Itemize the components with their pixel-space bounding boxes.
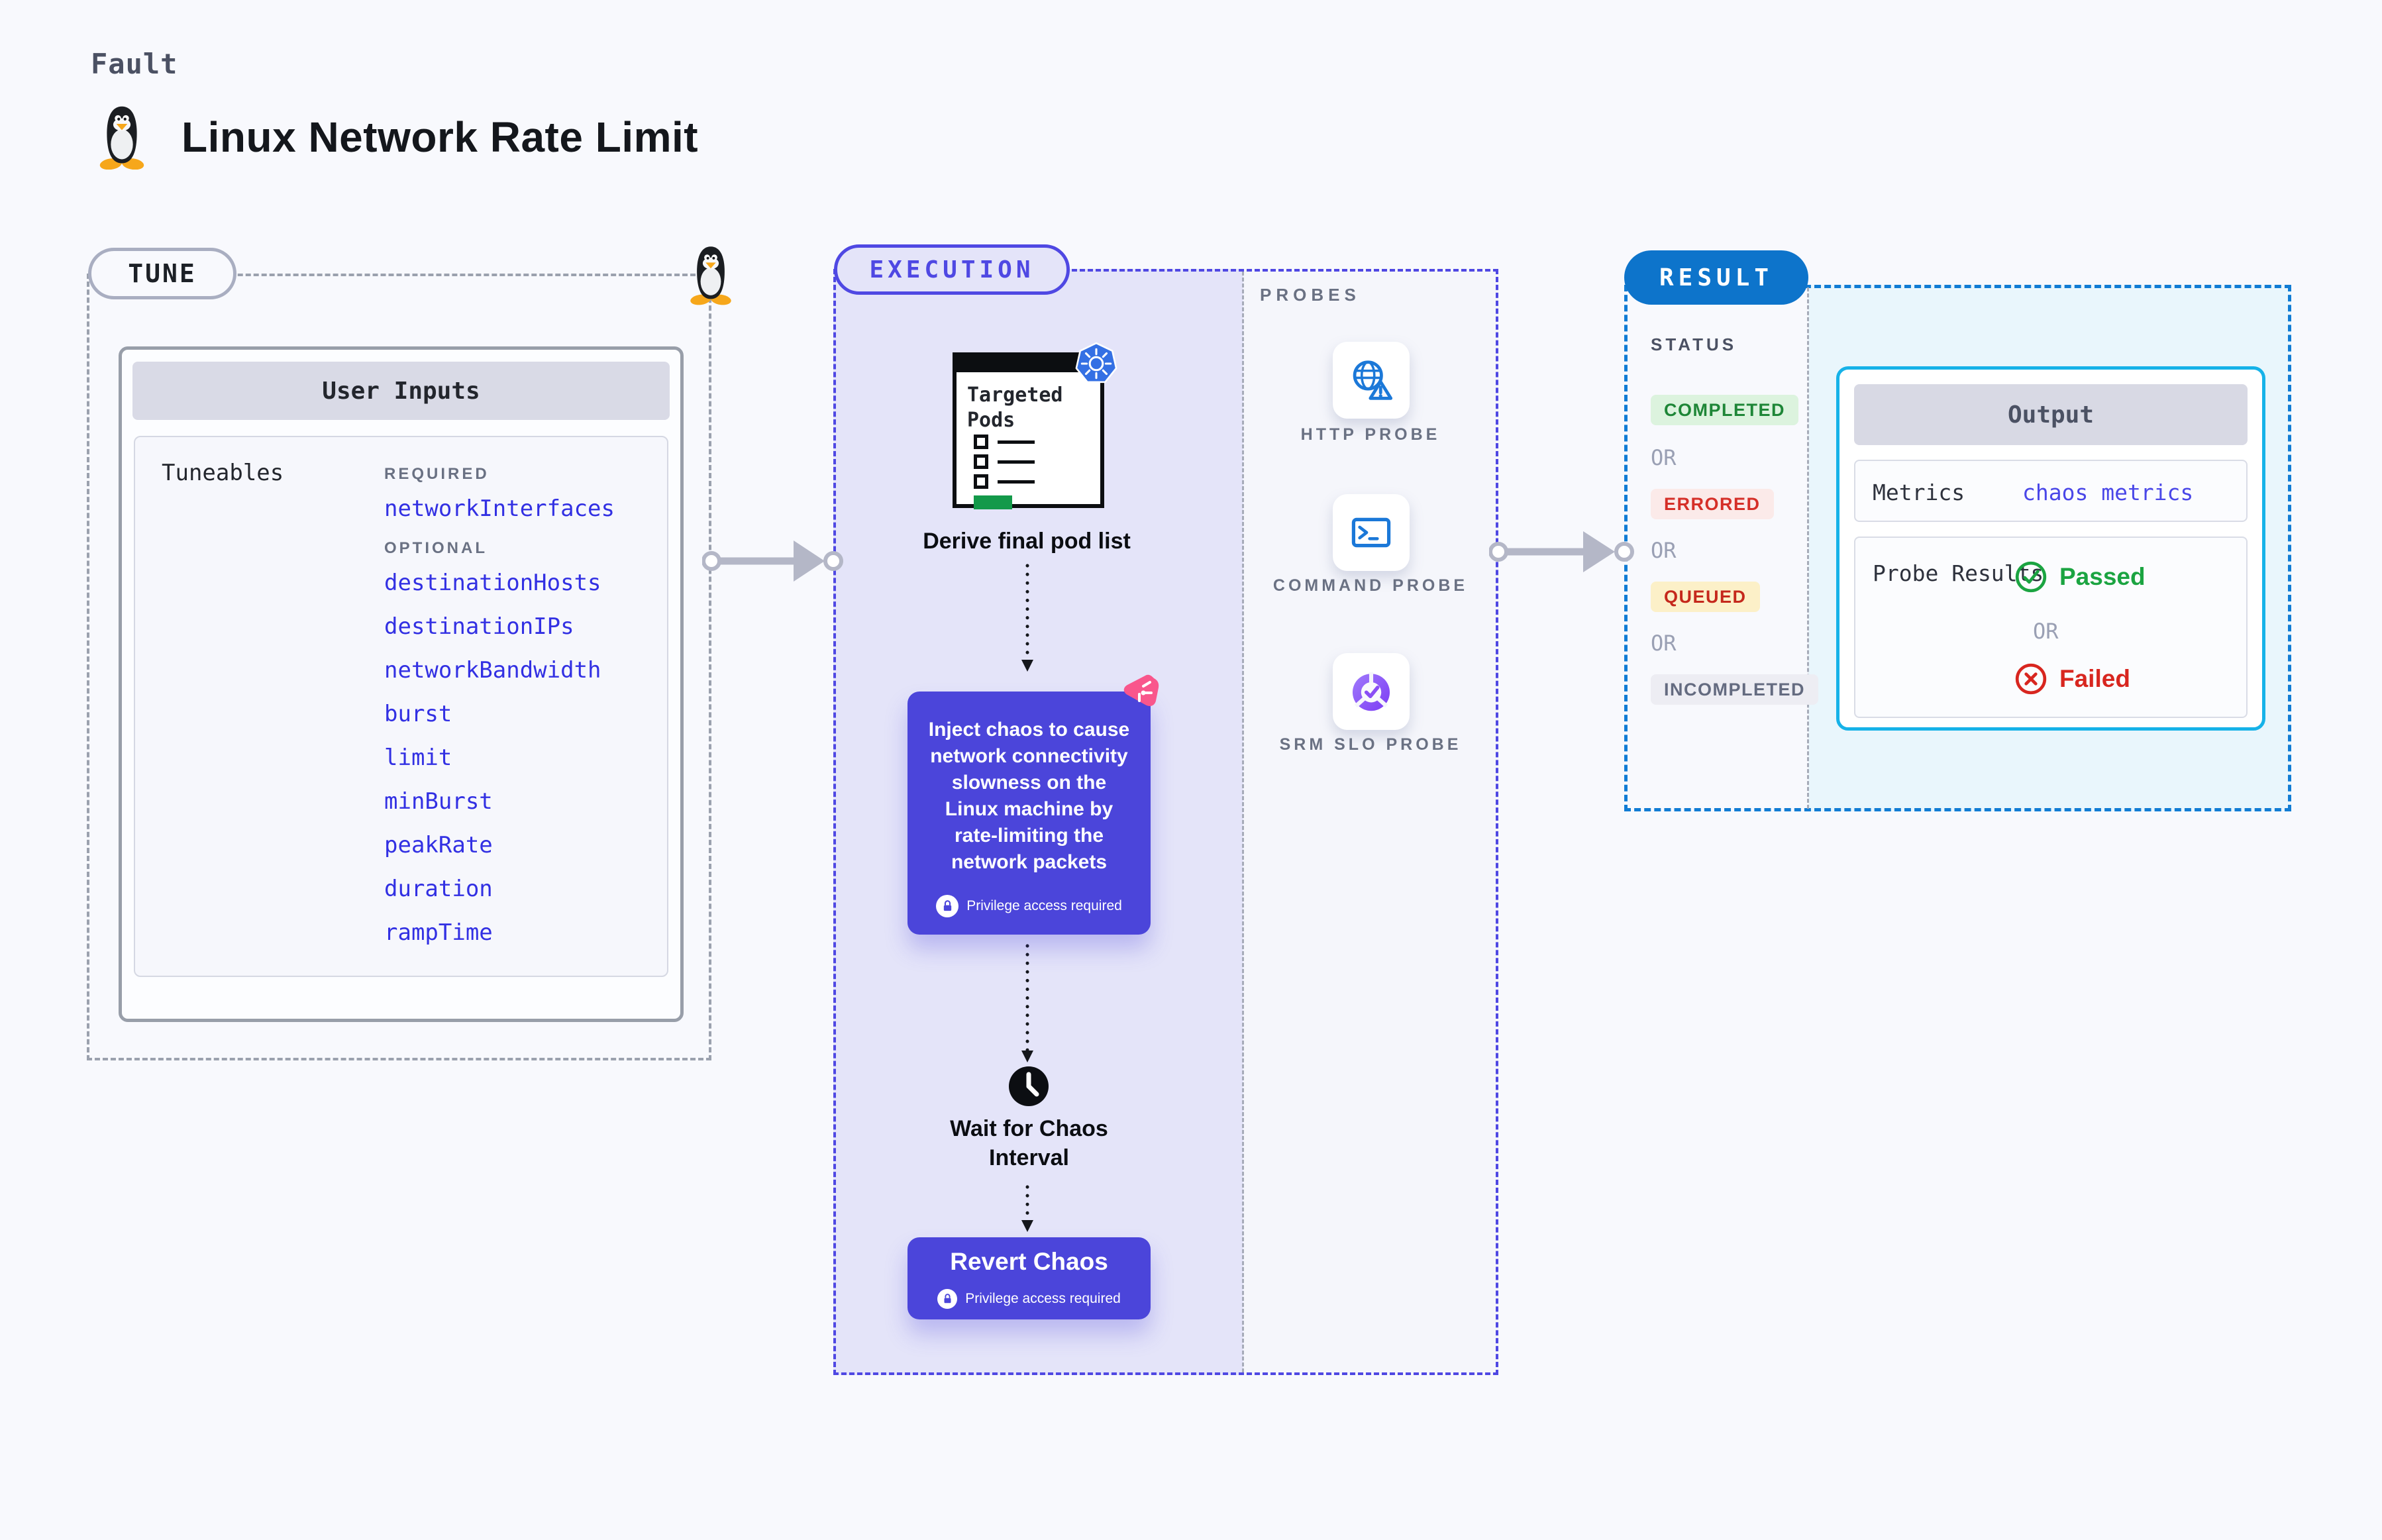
pod-checklist-row [974, 435, 1035, 449]
probe-results-row: Probe Results Passed OR Failed [1854, 537, 2248, 718]
probes-divider [1242, 272, 1244, 1372]
param-link[interactable]: rampTime [384, 919, 493, 946]
wait-line2: Interval [989, 1145, 1069, 1170]
result-section-badge: RESULT [1624, 250, 1808, 305]
failed-x-icon [2015, 663, 2047, 695]
linux-penguin-icon [99, 106, 144, 170]
metrics-label: Metrics [1873, 480, 1965, 505]
http-probe-card [1333, 342, 1410, 419]
srm-slo-probe-icon [1352, 672, 1390, 711]
wait-for-chaos-label: Wait for Chaos Interval [907, 1114, 1151, 1172]
inject-chaos-text: Inject chaos to cause network connectivi… [928, 719, 1130, 873]
privilege-access-label: Privilege access required [966, 898, 1122, 913]
fault-kicker: Fault [91, 48, 178, 80]
param-link[interactable]: minBurst [384, 788, 493, 815]
tune-section-badge: TUNE [88, 248, 236, 299]
param-link[interactable]: peakRate [384, 832, 493, 858]
or-label: OR [1651, 631, 1677, 656]
http-probe-label: HTTP PROBE [1300, 425, 1441, 444]
lock-icon [937, 1289, 958, 1309]
status-badge-queued: QUEUED [1651, 582, 1760, 612]
targeted-pods-card: Targeted Pods [953, 352, 1104, 509]
http-probe-icon [1353, 360, 1393, 400]
tune-to-execution-arrow [702, 540, 843, 582]
srm-slo-probe-card [1333, 653, 1410, 730]
passed-check-icon [2015, 561, 2047, 593]
tuneables-panel [134, 436, 668, 977]
pod-checklist-row [974, 454, 1035, 469]
passed-label: Passed [2059, 563, 2146, 590]
linux-penguin-icon [690, 246, 731, 305]
tuneables-label: Tuneables [162, 460, 284, 486]
execution-section-badge: EXECUTION [834, 244, 1070, 295]
or-label: OR [1651, 538, 1677, 563]
chaos-logo-icon [1123, 674, 1159, 706]
revert-chaos-step: Revert Chaos Privilege access required [907, 1237, 1151, 1319]
wait-line1: Wait for Chaos [950, 1116, 1108, 1141]
flow-arrow-down [1021, 564, 1033, 672]
flow-arrow-down [1021, 944, 1033, 1062]
lock-icon [936, 895, 959, 917]
srm-slo-probe-label: SRM SLO PROBE [1279, 735, 1462, 754]
param-link[interactable]: networkBandwidth [384, 657, 601, 684]
user-inputs-title: User Inputs [132, 362, 670, 420]
output-card: Output Metrics chaos metrics Probe Resul… [1836, 366, 2265, 731]
targeted-pods-titlebar [957, 356, 1100, 372]
param-link[interactable]: destinationIPs [384, 613, 574, 640]
targeted-pods-title-line2: Pods [967, 409, 1015, 432]
inject-chaos-step: Inject chaos to cause network connectivi… [907, 692, 1151, 935]
required-label: REQUIRED [384, 465, 490, 483]
privilege-access-label: Privilege access required [965, 1291, 1121, 1306]
command-probe-icon [1351, 517, 1391, 548]
status-badge-incompleted: INCOMPLETED [1651, 674, 1819, 705]
param-link[interactable]: duration [384, 876, 493, 902]
clock-icon [1009, 1066, 1049, 1106]
or-label: OR [1651, 445, 1677, 470]
metrics-row: Metrics chaos metrics [1854, 460, 2248, 522]
tune-section-box [87, 274, 711, 1060]
or-label: OR [2033, 619, 2059, 644]
pod-progress-bar [974, 495, 1012, 509]
status-badge-errored: ERRORED [1651, 489, 1774, 519]
param-link[interactable]: destinationHosts [384, 570, 601, 596]
probes-section-fill [1243, 269, 1498, 1375]
execution-to-result-arrow [1489, 531, 1634, 572]
page-title: Linux Network Rate Limit [181, 113, 699, 161]
failed-label: Failed [2059, 665, 2130, 692]
output-title: Output [1854, 384, 2248, 445]
command-probe-label: COMMAND PROBE [1272, 576, 1469, 595]
optional-label: OPTIONAL [384, 539, 488, 557]
param-link[interactable]: networkInterfaces [384, 495, 615, 522]
derive-pod-list-label: Derive final pod list [923, 529, 1131, 554]
metrics-value: chaos metrics [2022, 480, 2194, 505]
param-link[interactable]: burst [384, 701, 452, 727]
pod-checklist-row [974, 474, 1035, 489]
probe-results-label: Probe Results [1873, 560, 2044, 586]
result-divider [1807, 287, 1809, 809]
status-badge-completed: COMPLETED [1651, 395, 1799, 425]
status-label: STATUS [1651, 334, 1737, 354]
param-link[interactable]: limit [384, 744, 452, 771]
targeted-pods-title-line1: Targeted [967, 384, 1063, 407]
kubernetes-icon [1075, 342, 1117, 384]
execution-section-box [833, 269, 1498, 1375]
flow-arrow-down [1021, 1185, 1033, 1232]
command-probe-card [1333, 494, 1410, 571]
probes-title: PROBES [1260, 285, 1361, 305]
revert-chaos-label: Revert Chaos [950, 1248, 1108, 1275]
